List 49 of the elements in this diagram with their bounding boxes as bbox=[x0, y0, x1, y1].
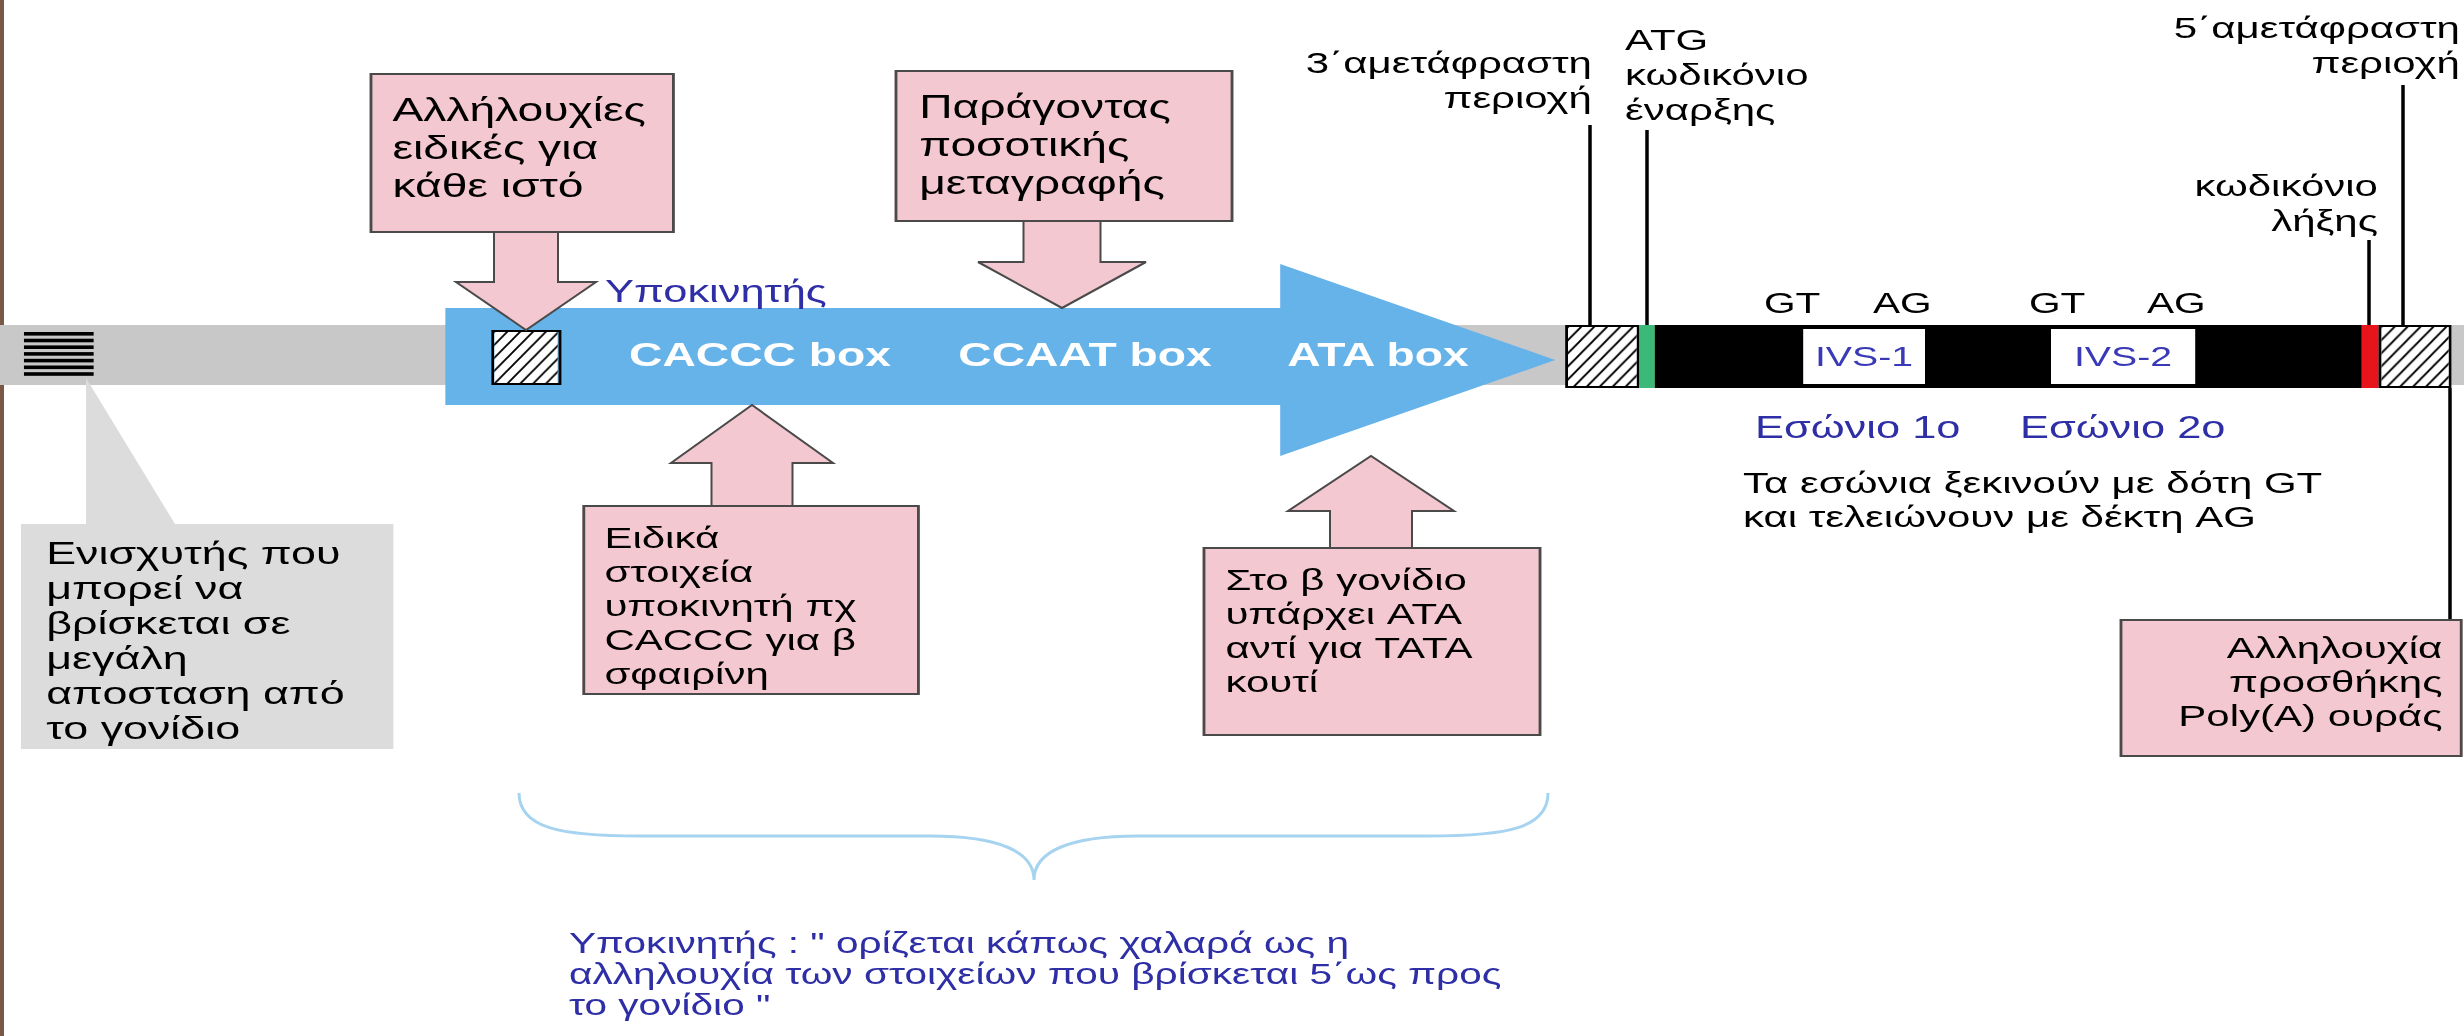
intron-box bbox=[2051, 329, 2195, 384]
block-arrow bbox=[1284, 454, 1458, 548]
callout-text: Ειδικά στοιχεία υποκινητή πχ CACCC για β σφαιρίνη bbox=[604, 521, 858, 691]
callout-box bbox=[582, 505, 920, 695]
splice-site-label: GT bbox=[1764, 287, 1821, 320]
caption-text: Υποκινητής : " ορίζεται κάπως χαλαρά ως η αλληλουχία των στοιχείων που βρίσκεται 5΄ως προς το γονίδιο " bbox=[569, 928, 1503, 1021]
splice-site-label: AG bbox=[1873, 287, 1932, 320]
annotation-label: 3΄αμετάφραστη περιοχή bbox=[1304, 45, 1592, 115]
annotation-label: 5΄αμετάφραστη περιοχή bbox=[2172, 10, 2460, 80]
stop-codon-marker bbox=[2362, 325, 2378, 388]
block-arrow bbox=[452, 232, 600, 332]
element-label: CCAAT box bbox=[958, 336, 1212, 374]
hatched-region bbox=[491, 330, 561, 385]
callout-text: Αλληλουχία προσθήκης Poly(A) ουράς bbox=[2177, 631, 2443, 733]
callout-box bbox=[2120, 619, 2462, 757]
splice-site-label: GT bbox=[2029, 287, 2086, 320]
callout-text: Παράγοντας ποσοτικής μεταγραφής bbox=[919, 88, 1172, 202]
leader-line bbox=[1588, 125, 1592, 325]
callout-box bbox=[370, 73, 675, 233]
intron-caption: Εσώνιο 1ο bbox=[1755, 410, 1961, 446]
hatched-region bbox=[1565, 325, 1640, 388]
callout-box bbox=[21, 524, 393, 749]
intron-label: IVS-1 bbox=[1814, 339, 1913, 374]
intron-box bbox=[1803, 329, 1925, 384]
coding-region-bar bbox=[1655, 325, 2362, 388]
hatched-region bbox=[2378, 325, 2452, 388]
annotation-label: κωδικόνιο λήξης bbox=[2193, 168, 2378, 238]
promoter-label: Υποκινητής bbox=[604, 274, 827, 310]
splice-site-label: AG bbox=[2147, 287, 2206, 320]
start-codon-marker bbox=[1640, 325, 1655, 388]
annotation-label: ATG κωδικόνιο έναρξης bbox=[1625, 22, 1810, 127]
callout-pointer bbox=[86, 378, 175, 524]
leader-line bbox=[1645, 130, 1649, 325]
callout-text: Ενισχυτής που μπορεί να βρίσκεται σε μεγάλη αποσταση από το γονίδιο bbox=[46, 536, 346, 746]
note-text: Τα εσώνια ξεκινούν με δότη GT και τελειώνουν με δέκτη AG bbox=[1743, 466, 2323, 534]
block-arrow bbox=[667, 403, 837, 506]
intron-label: IVS-2 bbox=[2073, 339, 2172, 374]
striped-block bbox=[24, 330, 94, 378]
callout-box bbox=[1203, 547, 1542, 736]
intron-caption: Εσώνιο 2ο bbox=[2020, 410, 2226, 446]
element-label: ATA box bbox=[1287, 336, 1469, 374]
leader-line bbox=[2367, 240, 2371, 325]
leader-line bbox=[2401, 85, 2405, 325]
callout-text: Στο β γονίδιο υπάρχει ATA αντί για TATA κουτί bbox=[1225, 563, 1472, 699]
callout-box bbox=[894, 70, 1234, 222]
element-label: CACCC box bbox=[629, 336, 891, 374]
leader-line bbox=[2448, 388, 2452, 619]
block-arrow bbox=[977, 221, 1147, 310]
callout-text: Αλλήλουχίες ειδικές για κάθε ιστό bbox=[392, 91, 647, 205]
